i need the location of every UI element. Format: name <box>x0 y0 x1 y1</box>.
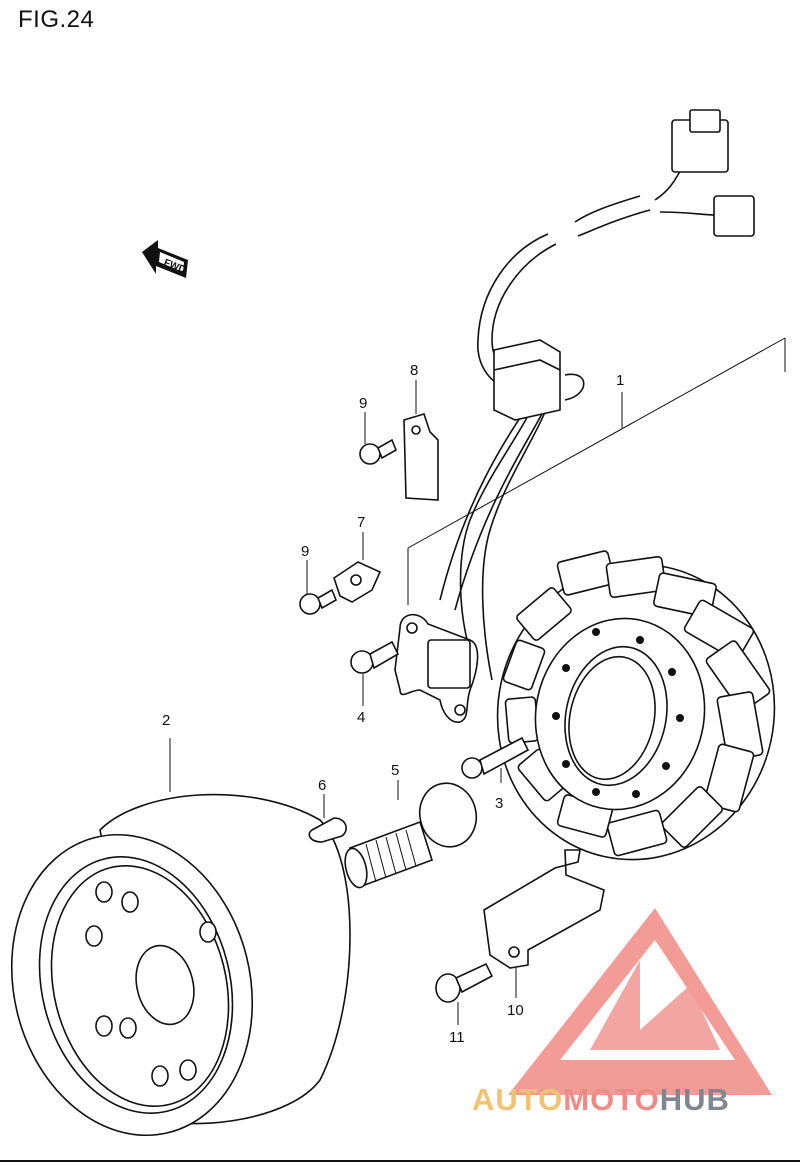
bottom-border <box>0 1160 800 1162</box>
bracket-10 <box>483 849 605 969</box>
wire-harness <box>439 109 755 681</box>
callout-4: 4 <box>357 709 365 726</box>
stator-leader <box>407 337 786 605</box>
figure-title: FIG.24 <box>18 6 95 33</box>
callout-9-upper: 9 <box>359 395 367 412</box>
callout-1: 1 <box>616 372 624 389</box>
callout-labels: 1 2 3 4 5 6 7 8 9 9 10 11 <box>162 362 624 1046</box>
screw-3 <box>461 736 530 779</box>
callout-11: 11 <box>449 1029 465 1046</box>
callout-8: 8 <box>410 362 418 379</box>
screw-9-lower <box>299 588 338 615</box>
rotor <box>10 793 351 1137</box>
watermark-part-hub: HUB <box>659 1082 730 1117</box>
callout-2: 2 <box>162 712 170 729</box>
callout-3: 3 <box>495 795 503 812</box>
leader-lines <box>169 380 517 1025</box>
watermark-part-auto: AUTO <box>472 1082 564 1117</box>
screw-4 <box>350 640 400 674</box>
fwd-arrow-icon: FWD <box>142 240 188 278</box>
stator-coil <box>496 550 776 861</box>
watermark-wordmark: AUTOMOTOHUB <box>472 1082 730 1118</box>
callout-9-lower: 9 <box>301 543 309 560</box>
watermark-logo <box>508 908 772 1095</box>
callout-5: 5 <box>391 762 399 779</box>
watermark-part-moto: MOTO <box>563 1082 660 1117</box>
screw-9-upper <box>359 438 398 465</box>
callout-6: 6 <box>318 777 326 794</box>
bolt-11 <box>435 962 494 1003</box>
callout-10: 10 <box>507 1002 524 1019</box>
woodruff-key <box>308 817 347 843</box>
plate-8 <box>403 413 439 501</box>
clamp-7 <box>333 561 382 603</box>
pickup-coil <box>394 613 479 723</box>
rotor-bolt <box>344 782 478 889</box>
callout-7: 7 <box>357 514 365 531</box>
